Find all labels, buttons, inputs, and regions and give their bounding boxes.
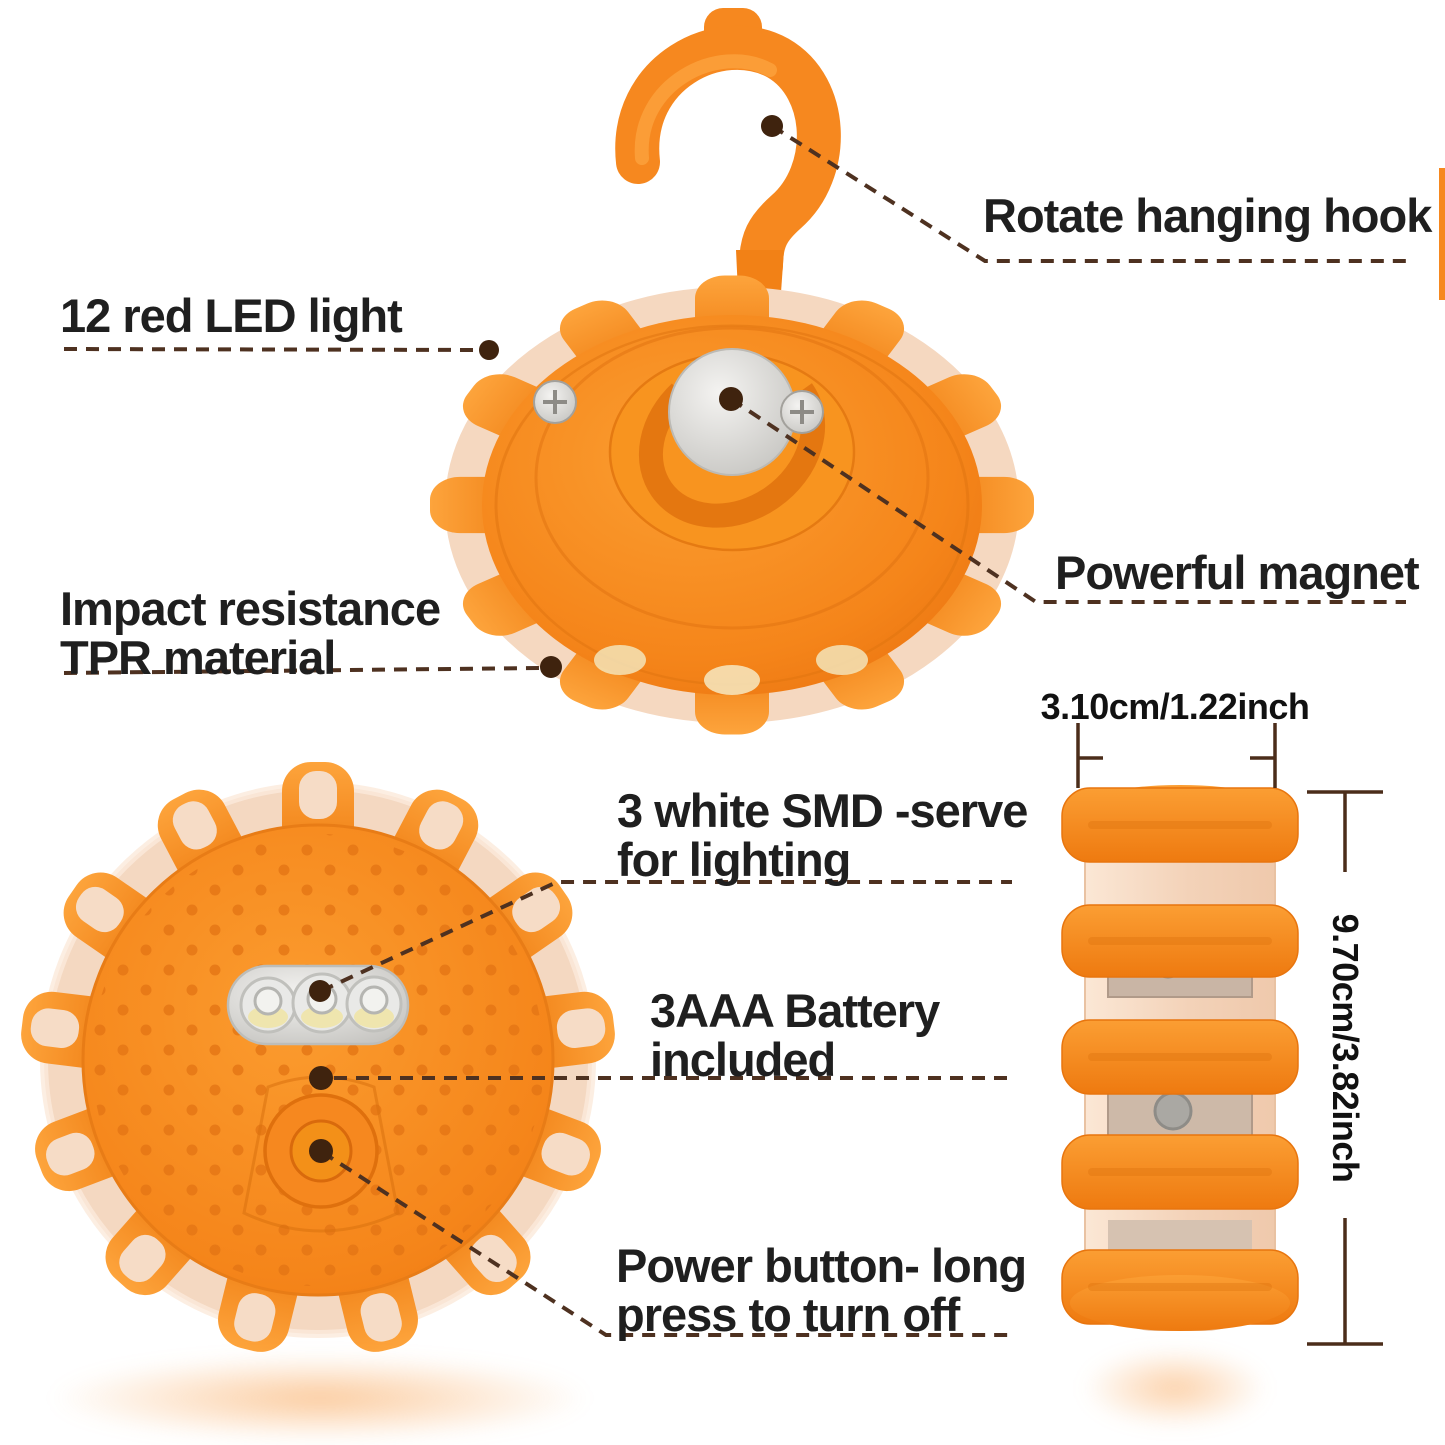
magnet-label: Powerful magnet bbox=[1055, 546, 1420, 599]
lens-glow bbox=[594, 645, 646, 675]
smd-led bbox=[345, 975, 403, 1033]
lens-glow bbox=[816, 645, 868, 675]
side-view-reflection bbox=[1082, 1348, 1268, 1428]
width-dimension-label: 3.10cm/1.22inch bbox=[1040, 686, 1310, 727]
power-label: Power button- long press to turn off bbox=[616, 1239, 1027, 1342]
red-led-label: 12 red LED light bbox=[60, 289, 403, 342]
smd-line2: for lighting bbox=[617, 833, 851, 887]
battery-line1: 3AAA Battery bbox=[650, 984, 940, 1037]
road-flare-back-view-photo bbox=[430, 8, 1034, 735]
flare-disc-front bbox=[17, 762, 619, 1358]
magnet bbox=[668, 348, 796, 476]
internal-screw bbox=[1153, 1091, 1193, 1131]
screw bbox=[533, 380, 577, 424]
power-button bbox=[263, 1093, 379, 1209]
height-dimension-label: 9.70cm/3.82inch bbox=[1325, 913, 1366, 1183]
lens-glow bbox=[704, 665, 760, 695]
edge-crop-artifact bbox=[1439, 168, 1445, 300]
battery-label: 3AAA Battery included bbox=[650, 984, 940, 1087]
screw bbox=[780, 390, 824, 434]
battery-line2: included bbox=[650, 1033, 836, 1087]
led-window bbox=[226, 964, 410, 1046]
front-view-reflection bbox=[50, 1355, 590, 1441]
side-bands bbox=[1061, 785, 1299, 1331]
smd-line1: 3 white SMD -serve bbox=[617, 784, 1028, 837]
flare-side-body bbox=[1061, 785, 1299, 1331]
power-line1: Power button- long bbox=[616, 1239, 1027, 1292]
smd-label: 3 white SMD -serve for lighting bbox=[617, 784, 1028, 887]
smd-led bbox=[291, 972, 353, 1034]
power-line2: press to turn off bbox=[616, 1288, 960, 1342]
height-dimension-line bbox=[1307, 790, 1383, 1346]
road-flare-side-view-photo bbox=[1061, 785, 1299, 1331]
smd-led bbox=[239, 976, 297, 1034]
road-flare-front-view-photo bbox=[17, 762, 619, 1358]
